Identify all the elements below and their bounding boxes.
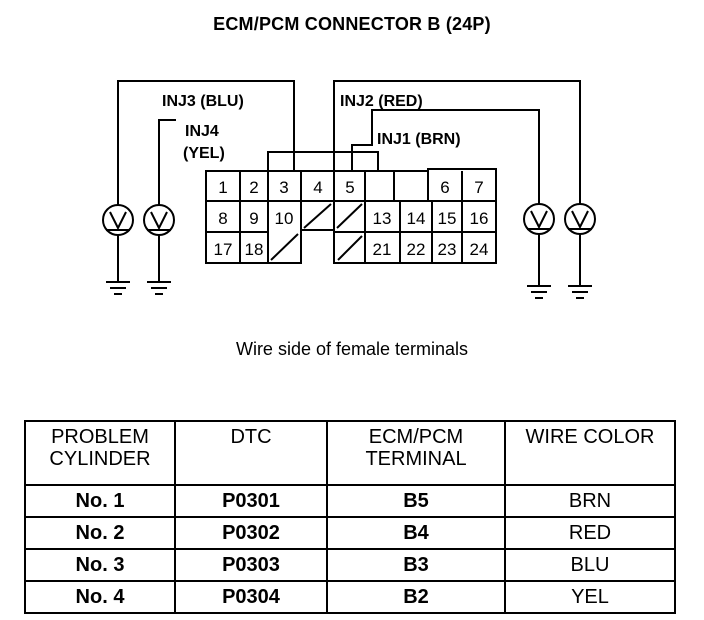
pin-number: 24 (470, 240, 489, 259)
ground-symbol (527, 285, 551, 299)
table-row: No. 4 P0304 B2 YEL (24, 580, 676, 614)
cell-terminal: B3 (326, 548, 506, 582)
pin-number: 18 (245, 240, 264, 259)
pin-number: 13 (373, 209, 392, 228)
cell-dtc: P0303 (174, 548, 328, 582)
connector-wiring-diagram: INJ3 (BLU) INJ2 (RED) INJ1 (BRN) INJ4 (Y… (102, 80, 596, 299)
label-inj4: INJ4 (185, 123, 219, 140)
cell-wire-color: BLU (504, 548, 676, 582)
cell-terminal: B5 (326, 484, 506, 518)
unused-cell-slash (337, 235, 363, 261)
cell-cylinder: No. 3 (24, 548, 176, 582)
pin-number: 22 (407, 240, 426, 259)
wire-inj3 (117, 80, 295, 208)
wire-inj1 (351, 109, 540, 205)
pin-number: 4 (313, 178, 322, 197)
label-inj1: INJ1 (BRN) (377, 131, 461, 148)
unused-cell-slash (336, 203, 363, 229)
table-row: No. 3 P0303 B3 BLU (24, 548, 676, 582)
header-dtc: DTC (174, 420, 328, 486)
cell-wire-color: YEL (504, 580, 676, 614)
pin-number: 23 (438, 240, 457, 259)
label-inj4-color: (YEL) (183, 145, 225, 162)
pin-number: 6 (440, 178, 449, 197)
cell-cylinder: No. 4 (24, 580, 176, 614)
label-inj2: INJ2 (RED) (340, 93, 423, 110)
pin-number: 3 (279, 178, 288, 197)
ground-symbol (106, 281, 130, 295)
pin-number: 8 (218, 209, 227, 228)
pin-number: 17 (214, 240, 233, 259)
unused-cell-slash (270, 233, 299, 261)
pin-number: 2 (249, 178, 258, 197)
pin-number: 21 (373, 240, 392, 259)
pin-number: 1 (218, 178, 227, 197)
header-wire-color: WIRE COLOR (504, 420, 676, 486)
pin-number: 7 (474, 178, 483, 197)
cell-cylinder: No. 1 (24, 484, 176, 518)
unused-cell-slash (303, 203, 332, 229)
cell-wire-color: BRN (504, 484, 676, 518)
cell-dtc: P0302 (174, 516, 328, 550)
pin-number: 14 (407, 209, 426, 228)
wire-inj4-conn (267, 151, 379, 171)
pin-number: 5 (345, 178, 354, 197)
pin-number: 9 (249, 209, 258, 228)
diagram-caption: Wire side of female terminals (235, 339, 469, 359)
label-inj3: INJ3 (BLU) (162, 93, 244, 110)
pin-number: 15 (438, 209, 457, 228)
wire-inj4 (158, 119, 176, 208)
table-row: No. 2 P0302 B4 RED (24, 516, 676, 550)
wire-inj2 (333, 80, 581, 205)
ground-symbol (568, 285, 592, 299)
cell-dtc: P0301 (174, 484, 328, 518)
cell-terminal: B4 (326, 516, 506, 550)
pin-number: 10 (275, 209, 294, 228)
cell-dtc: P0304 (174, 580, 328, 614)
ground-symbol (147, 281, 171, 295)
cell-wire-color: RED (504, 516, 676, 550)
cell-cylinder: No. 2 (24, 516, 176, 550)
pin-number: 16 (470, 209, 489, 228)
diagram-title: ECM/PCM CONNECTOR B (24P) (213, 14, 491, 34)
connector-outline (205, 168, 497, 264)
cell-terminal: B2 (326, 580, 506, 614)
table-row: No. 1 P0301 B5 BRN (24, 484, 676, 518)
